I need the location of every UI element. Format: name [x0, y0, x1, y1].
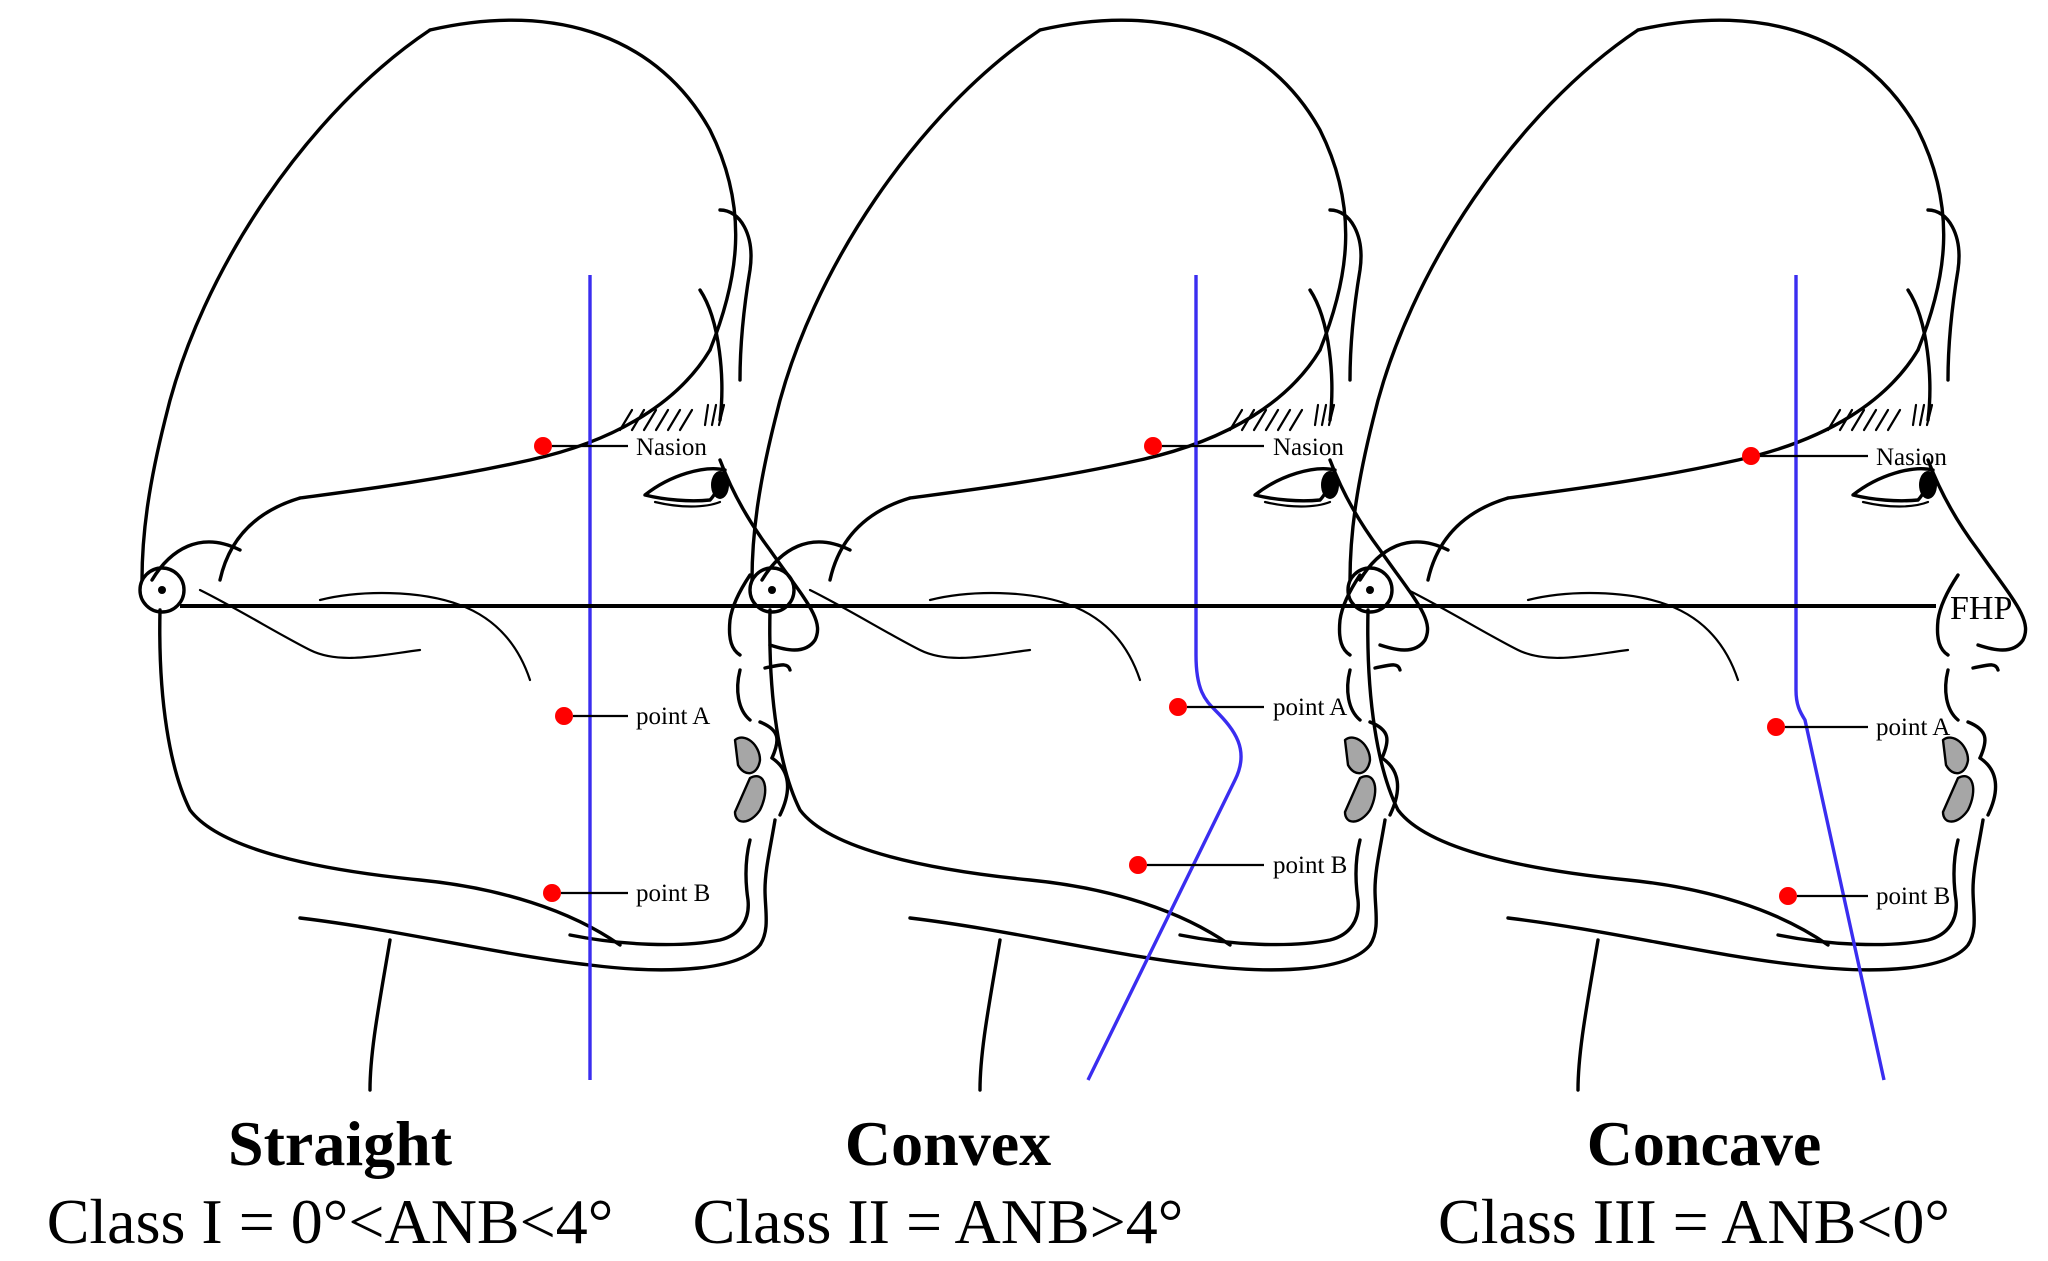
- concave-subtitle: Class III = ANB<0°: [1438, 1186, 1950, 1257]
- point-b-label: point B: [1876, 883, 1950, 910]
- panel-straight: Nasion point A point B: [138, 18, 820, 1092]
- nasion-label: Nasion: [1273, 434, 1344, 461]
- point-a-landmark: [555, 707, 573, 725]
- concave-profile-line: [1794, 275, 1886, 1081]
- panel-convex: Nasion point A point B: [748, 18, 1430, 1092]
- convex-profile-line: [1086, 275, 1243, 1081]
- panel-concave: Nasion point A point B: [1346, 18, 2028, 1092]
- nasion-landmark: [534, 437, 552, 455]
- point-b-landmark: [543, 884, 561, 902]
- point-b-landmark: [1779, 887, 1797, 905]
- nasion-landmark: [1144, 437, 1162, 455]
- point-a-label: point A: [1876, 714, 1950, 741]
- straight-title: Straight: [228, 1108, 452, 1179]
- point-b-label: point B: [636, 880, 710, 907]
- nasion-landmark: [1742, 447, 1760, 465]
- nasion-label: Nasion: [636, 434, 707, 461]
- point-b-label: point B: [1273, 852, 1347, 879]
- point-a-label: point A: [636, 703, 710, 730]
- point-a-landmark: [1767, 718, 1785, 736]
- point-a-landmark: [1169, 698, 1187, 716]
- point-b-landmark: [1129, 856, 1147, 874]
- straight-subtitle: Class I = 0°<ANB<4°: [46, 1186, 614, 1257]
- convex-title: Convex: [844, 1108, 1052, 1179]
- nasion-label: Nasion: [1876, 444, 1947, 471]
- point-a-label: point A: [1273, 694, 1347, 721]
- fhp-label: FHP: [1950, 590, 2012, 627]
- convex-subtitle: Class II = ANB>4°: [692, 1186, 1184, 1257]
- concave-title: Concave: [1586, 1108, 1822, 1179]
